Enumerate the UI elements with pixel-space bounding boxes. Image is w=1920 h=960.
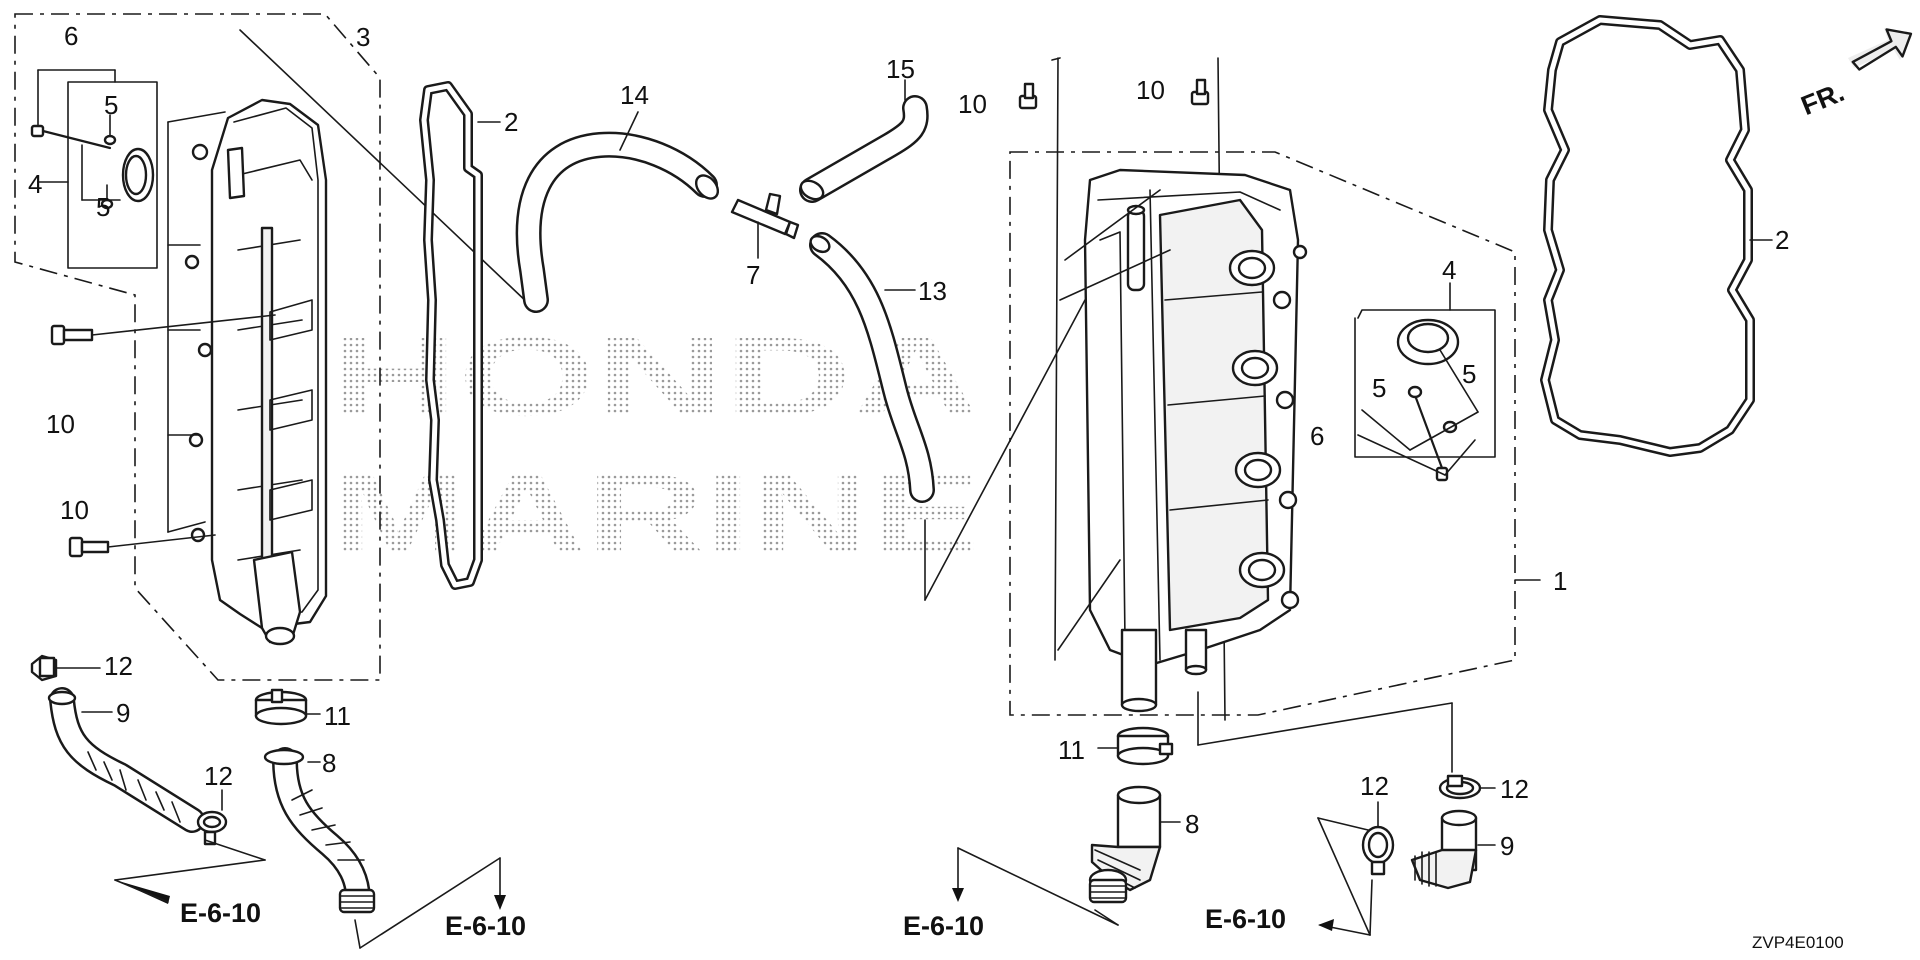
head-cover-pipe — [226, 146, 246, 200]
subassembly-bracket-left — [67, 81, 158, 269]
bolt-10-left-lower — [68, 534, 216, 558]
elbow-8-left — [263, 747, 376, 914]
cap-4-right — [1396, 318, 1460, 366]
outlet-pipe-small — [1184, 628, 1208, 672]
callout-11-right: 11 — [1058, 735, 1085, 765]
arrow-to-ref-2 — [494, 895, 506, 910]
washer-5-left-top — [103, 134, 117, 146]
reference-e-6-10-2: E-6-10 — [445, 911, 526, 941]
callout-15: 15 — [886, 54, 915, 84]
leader-13-long — [924, 299, 1086, 601]
head-cover-left — [167, 98, 328, 646]
callout-12-right-a: 12 — [1360, 771, 1389, 801]
callout-8-left: 8 — [322, 748, 336, 778]
elbow-9-right — [1410, 809, 1496, 890]
callout-1: 1 — [1553, 566, 1567, 596]
breather-pipe-top — [1126, 208, 1146, 292]
callout-labels: 1 2 2 3 4 4 5 5 5 5 6 6 7 8 8 9 9 10 10 … — [28, 21, 1789, 861]
clip-12-left-lower — [196, 789, 228, 846]
callout-12-right-b: 12 — [1500, 774, 1529, 804]
diagram-code: ZVP4E0100 — [1752, 933, 1844, 952]
gasket-2-right — [1540, 15, 1773, 457]
callout-6-right: 6 — [1310, 421, 1324, 451]
bolt-10-left-upper — [50, 314, 276, 346]
callout-11-left: 11 — [324, 701, 351, 731]
callout-8-right: 8 — [1185, 809, 1199, 839]
subassembly-bracket-right — [1354, 309, 1496, 458]
right-head-cover-assembly — [1009, 57, 1541, 721]
assembly-boundary-3 — [14, 13, 381, 681]
reference-e-6-10-3: E-6-10 — [903, 911, 984, 941]
outlet-pipe-main — [1120, 628, 1158, 707]
callout-9-left: 9 — [116, 698, 130, 728]
clip-12-left-upper — [30, 654, 101, 682]
callout-2-right: 2 — [1775, 225, 1789, 255]
cap-4-left — [121, 147, 155, 203]
callout-12-left-upper: 12 — [104, 651, 133, 681]
hose-9-left — [47, 687, 205, 833]
callout-10-left-upper: 10 — [46, 409, 75, 439]
callout-10-left-lower: 10 — [60, 495, 89, 525]
head-cover-right — [1057, 168, 1308, 713]
callout-2-left: 2 — [504, 107, 518, 137]
hose-13 — [809, 232, 935, 601]
clamp-11-right — [1097, 726, 1174, 766]
reference-e-6-10-1: E-6-10 — [180, 898, 261, 928]
watermark-line2: MARINE — [330, 451, 980, 576]
callout-7: 7 — [746, 260, 760, 290]
callout-13: 13 — [918, 276, 947, 306]
elbow-8-right — [1088, 785, 1181, 904]
clip-12-right-a — [1361, 801, 1395, 876]
callout-10-right-a: 10 — [958, 89, 987, 119]
callout-6-left: 6 — [64, 21, 78, 51]
front-direction-arrow — [1848, 28, 1913, 71]
callout-3: 3 — [356, 22, 370, 52]
callout-9-right: 9 — [1500, 831, 1514, 861]
reference-e-6-10-4: E-6-10 — [1205, 904, 1286, 934]
callout-5-right-a: 5 — [1372, 373, 1386, 403]
arrow-to-ref-3 — [952, 888, 964, 902]
assembly-boundary-1 — [1009, 151, 1516, 716]
callout-12-left-lower: 12 — [204, 761, 233, 791]
callout-4-left: 4 — [28, 169, 42, 199]
hose-15 — [799, 79, 929, 203]
clamp-11-left — [254, 688, 321, 726]
left-head-cover-assembly — [14, 13, 531, 681]
t-joint-7 — [730, 192, 800, 259]
gasket-2-left — [419, 81, 501, 590]
bolt-6-left — [30, 124, 112, 150]
front-marker-label: FR. — [1797, 77, 1849, 121]
intake-ports — [1228, 249, 1286, 589]
callout-5-right-b: 5 — [1462, 359, 1476, 389]
hose-14 — [515, 111, 720, 313]
callout-10-right-b: 10 — [1136, 75, 1165, 105]
reference-labels: E-6-10 E-6-10 E-6-10 E-6-10 — [180, 898, 1286, 941]
callout-5-left-bottom: 5 — [96, 192, 110, 222]
arrow-to-ref-4 — [1318, 919, 1334, 931]
callout-14: 14 — [620, 80, 649, 110]
bolt-6-right — [1414, 396, 1449, 482]
bolt-10-right-a — [1018, 57, 1061, 661]
callout-4-right: 4 — [1442, 255, 1456, 285]
clip-12-right-b — [1438, 774, 1496, 800]
callout-5-left-top: 5 — [104, 90, 118, 120]
washer-5-right-a — [1407, 385, 1423, 399]
